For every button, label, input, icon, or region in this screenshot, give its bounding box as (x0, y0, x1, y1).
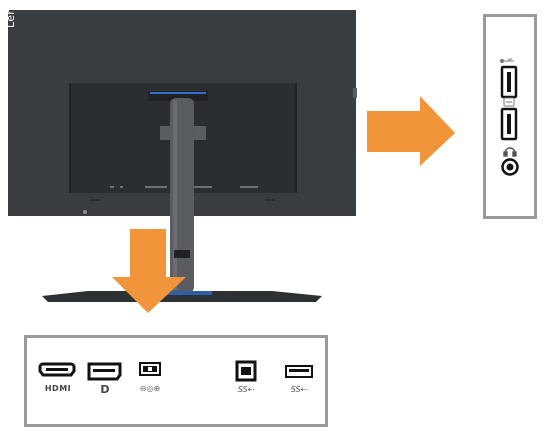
usb-b-label: SS⇠ (237, 385, 255, 394)
joystick-icon (83, 210, 87, 214)
side-port-panel (483, 14, 537, 219)
usb-icon (500, 58, 514, 63)
side-ports-drawing (500, 58, 519, 176)
monitor-drawing (8, 10, 357, 302)
usb-a-label: SS⇠ (290, 385, 308, 394)
displayport-label: D (100, 383, 110, 396)
stand-base (42, 291, 322, 302)
usb-charge-icon (503, 97, 515, 107)
displayport-port-icon (87, 362, 122, 381)
hdmi-port-icon (38, 362, 76, 377)
usb-b-port-icon (235, 360, 257, 382)
arrow-right-icon (367, 96, 455, 166)
cable-clip (174, 250, 190, 258)
arrow-down-icon (112, 229, 186, 313)
power-port-icon (139, 362, 161, 376)
rear-port-panel: HDMI D ⊖◎⊕ SS⇠ SS⇠ (24, 335, 328, 427)
rear-vents (110, 186, 258, 188)
stand-bracket (148, 91, 208, 101)
hdmi-label: HDMI (44, 384, 72, 393)
monitor-diagram: Lenovo (0, 0, 360, 310)
rear-ports-drawing (38, 360, 313, 382)
headphone-icon (503, 147, 517, 157)
power-label: ⊖◎⊕ (139, 384, 161, 393)
usb-a-port-icon (285, 365, 313, 378)
